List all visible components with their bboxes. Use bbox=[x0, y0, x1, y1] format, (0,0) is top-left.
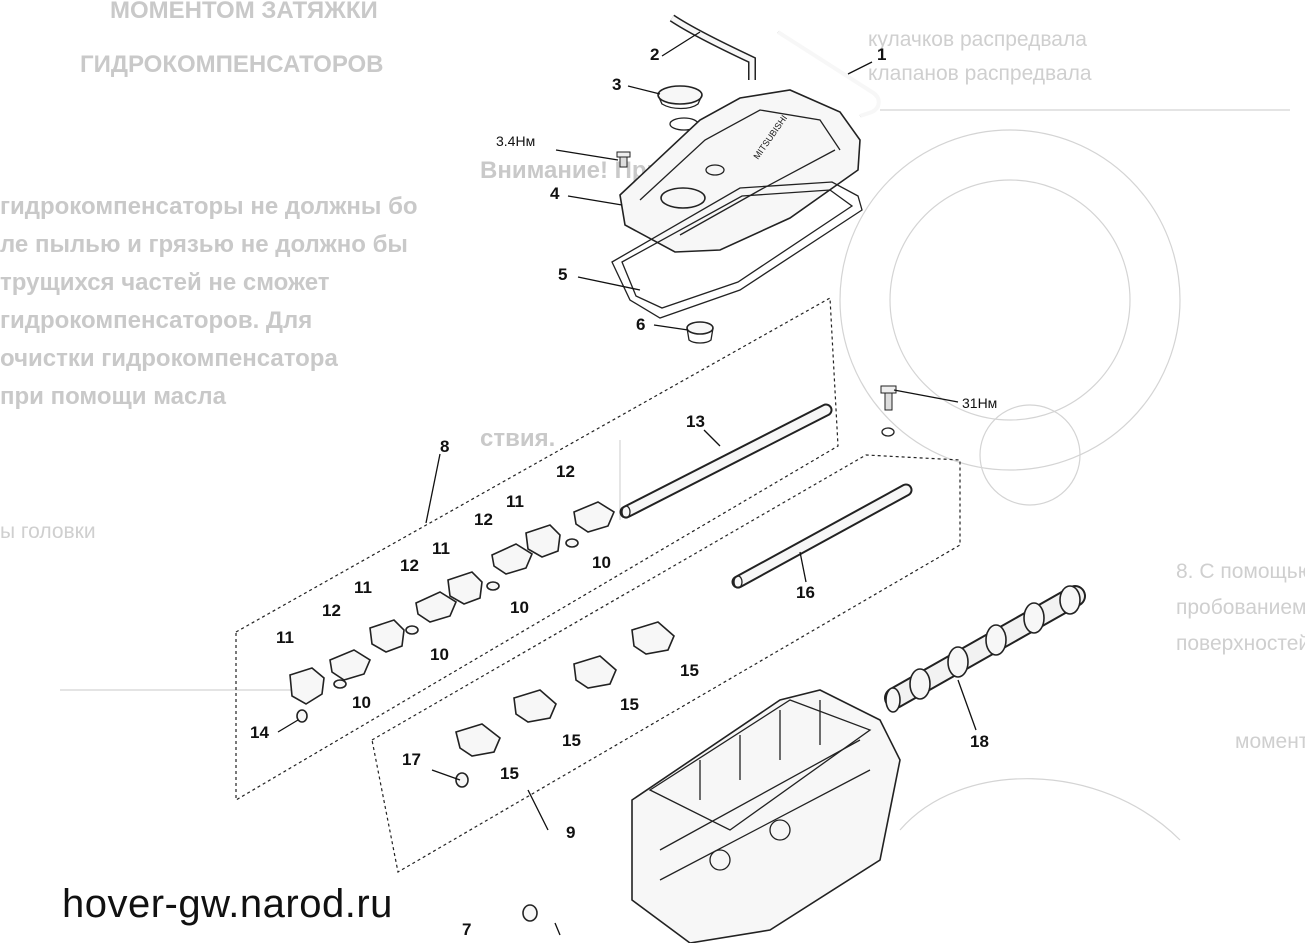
label-9: 9 bbox=[566, 823, 575, 842]
bg-text-11: клапанов распредвала bbox=[868, 62, 1092, 85]
label-15-d: 15 bbox=[500, 764, 519, 783]
label-12-d: 12 bbox=[322, 601, 341, 620]
label-18: 18 bbox=[970, 732, 989, 751]
bg-text-4: ле пылью и грязью не должно бы bbox=[0, 231, 408, 258]
bg-text-5: трущихся частей не сможет bbox=[0, 269, 330, 296]
part-cover-bolt bbox=[616, 151, 631, 168]
part-oil-cap-3 bbox=[657, 85, 703, 131]
part-plug-17 bbox=[455, 772, 469, 788]
part-breather-hose-1 bbox=[776, 30, 881, 118]
label-10-d: 10 bbox=[352, 693, 371, 712]
label-14: 14 bbox=[250, 723, 269, 742]
label-13: 13 bbox=[686, 412, 705, 431]
label-2: 2 bbox=[650, 45, 659, 64]
part-shaft-bolt bbox=[880, 385, 897, 437]
watermark-url: hover-gw.narod.ru bbox=[62, 882, 393, 926]
bg-text-3: гидрокомпенсаторы не должны бо bbox=[0, 193, 418, 220]
label-12-a: 12 bbox=[556, 462, 575, 481]
bg-text-10: кулачков распредвала bbox=[868, 28, 1087, 51]
part-gasket-5 bbox=[611, 181, 863, 319]
label-8: 8 bbox=[440, 437, 449, 456]
bg-text-6: гидрокомпенсаторов. Для bbox=[0, 307, 312, 334]
bg-text-16: момент bbox=[1235, 730, 1305, 753]
bg-text-0: МОМЕНТОМ ЗАТЯЖКИ bbox=[110, 0, 378, 24]
label-15-b: 15 bbox=[620, 695, 639, 714]
upper-rocker-arms bbox=[289, 501, 616, 705]
label-17: 17 bbox=[402, 750, 421, 769]
torque-shaft-bolt: 31Нм bbox=[962, 395, 997, 411]
label-16: 16 bbox=[796, 583, 815, 602]
label-15-c: 15 bbox=[562, 731, 581, 750]
bg-text-13: 8. С помощью bbox=[1176, 560, 1305, 583]
background-text: МОМЕНТОМ ЗАТЯЖКИ ГИДРОКОМПЕНСАТОРОВ Вним… bbox=[0, 0, 1305, 841]
label-4: 4 bbox=[550, 184, 560, 203]
bg-text-8: при помощи масла bbox=[0, 383, 227, 410]
bg-text-15: поверхностей bbox=[1176, 632, 1305, 655]
label-1: 1 bbox=[877, 45, 886, 64]
bg-text-14: пробованием bbox=[1176, 596, 1305, 619]
label-3: 3 bbox=[612, 75, 621, 94]
group-box-9 bbox=[371, 454, 961, 873]
label-10-c: 10 bbox=[430, 645, 449, 664]
part-nut-7 bbox=[522, 904, 538, 922]
callouts: 1 2 3 3.4Нм 4 5 6 8 13 31Нм 16 12 11 12 … bbox=[250, 45, 997, 939]
label-11-b: 11 bbox=[432, 539, 450, 558]
adjusters bbox=[333, 538, 579, 689]
label-6: 6 bbox=[636, 315, 645, 334]
label-15-a: 15 bbox=[680, 661, 699, 680]
leader-lines bbox=[277, 31, 977, 936]
part-rocker-shaft-16 bbox=[731, 483, 913, 589]
part-plug-6 bbox=[686, 321, 714, 344]
label-10-a: 10 bbox=[592, 553, 611, 572]
label-12-b: 12 bbox=[474, 510, 493, 529]
torque-cover-bolt: 3.4Нм bbox=[496, 133, 535, 149]
label-11-c: 11 bbox=[354, 578, 372, 597]
part-cylinder-head bbox=[631, 689, 901, 943]
bg-text-7: очистки гидрокомпенсатора bbox=[0, 345, 338, 372]
group-box-8 bbox=[235, 297, 839, 802]
part-pcv-hose-2 bbox=[669, 14, 756, 80]
bg-text-12: ы головки bbox=[0, 520, 96, 543]
part-clip-14 bbox=[296, 709, 308, 723]
bg-text-1: ГИДРОКОМПЕНСАТОРОВ bbox=[80, 51, 384, 78]
label-10-b: 10 bbox=[510, 598, 529, 617]
part-rocker-shaft-13 bbox=[619, 403, 833, 519]
label-11-a: 11 bbox=[506, 492, 524, 511]
label-7: 7 bbox=[462, 920, 471, 939]
part-camshaft-18 bbox=[884, 585, 1086, 713]
bg-text-9: ствия. bbox=[480, 425, 555, 452]
part-valve-cover-4: MITSUBISHI bbox=[619, 89, 861, 253]
lower-rocker-arms bbox=[455, 621, 675, 757]
label-12-c: 12 bbox=[400, 556, 419, 575]
label-11-d: 11 bbox=[276, 628, 294, 647]
label-5: 5 bbox=[558, 265, 567, 284]
